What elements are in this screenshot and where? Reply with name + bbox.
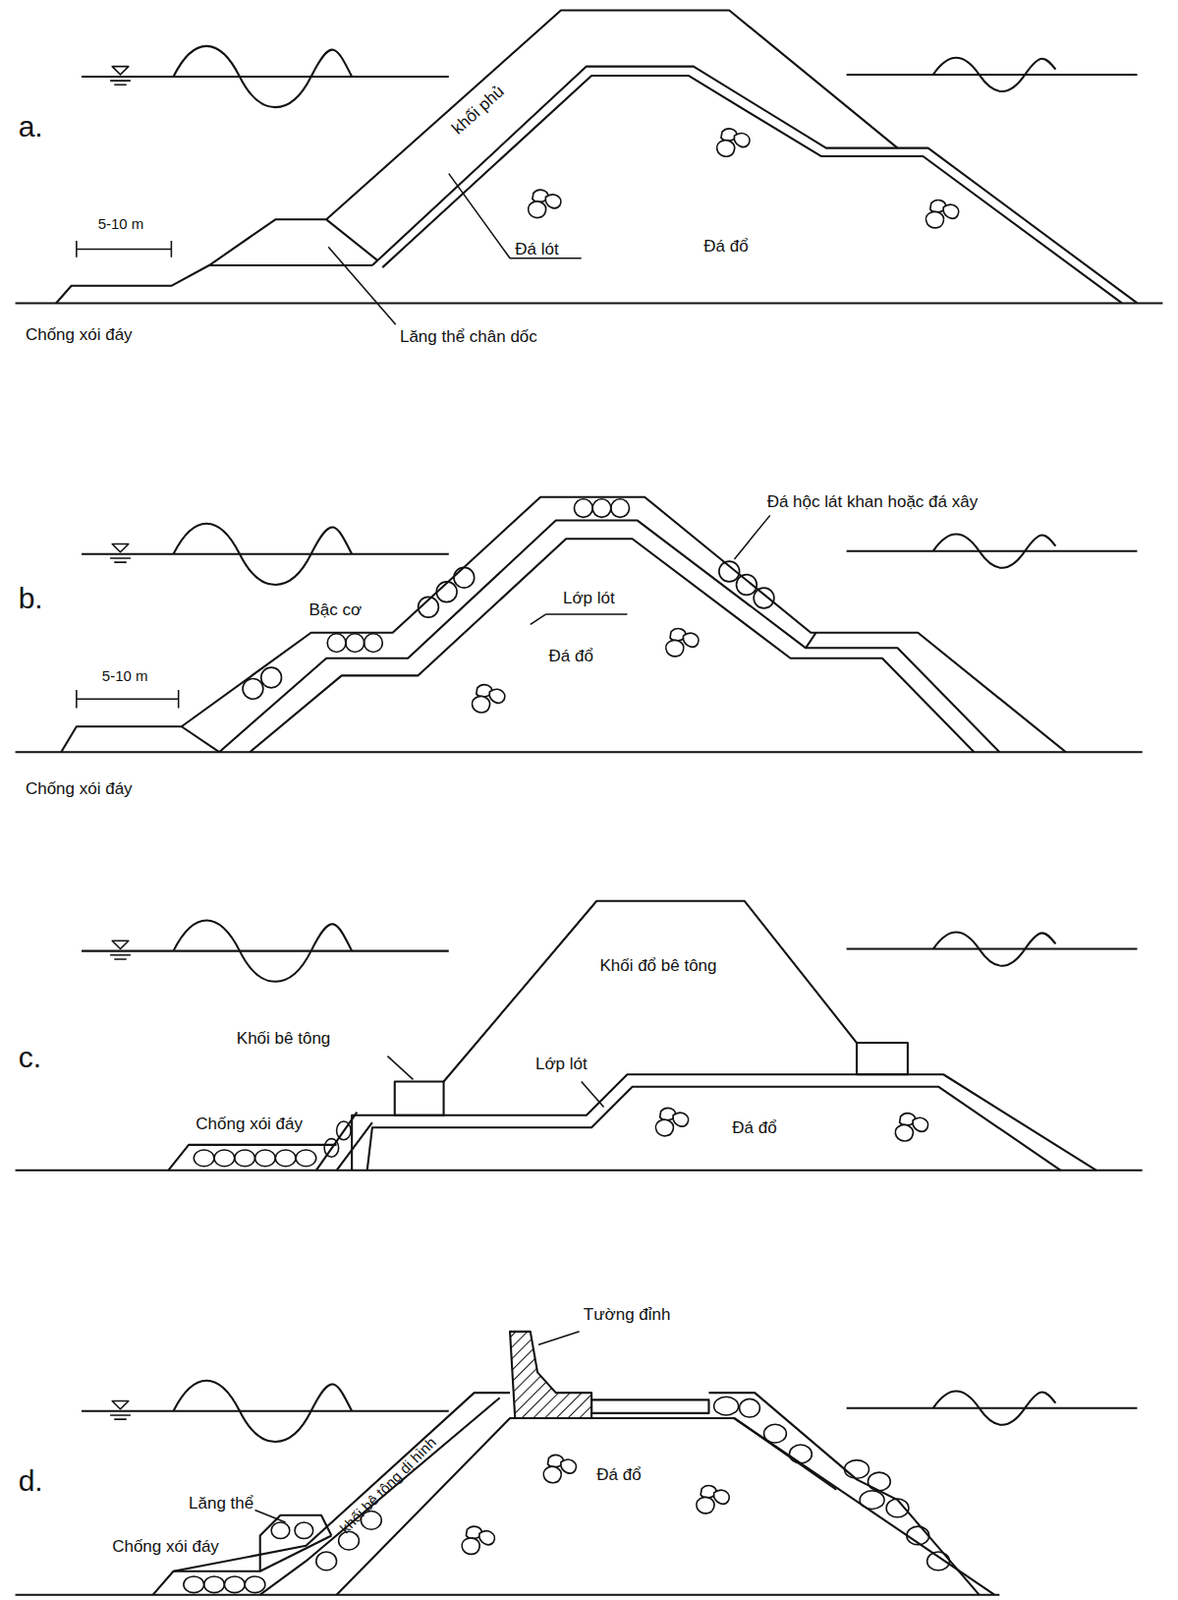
panel-letter: a. <box>18 110 44 143</box>
part-name: Lớp lót <box>535 1055 588 1074</box>
part-name: Đá đổ <box>731 1119 777 1138</box>
part-name: Chống xói đáy <box>25 326 133 345</box>
part-name: Tường đỉnh <box>583 1305 672 1325</box>
part-name: Khối bê tông <box>236 1029 331 1049</box>
part-name: Lăng thể <box>188 1494 254 1514</box>
panel-letter: b. <box>18 581 44 615</box>
panel-letter: d. <box>18 1463 44 1497</box>
part-name: khối phủ <box>448 82 508 139</box>
part-name: khối bê tông dị hình <box>336 1433 440 1536</box>
part-name: Đá đổ <box>548 647 593 667</box>
dimension: 5-10 m <box>102 668 149 685</box>
part-name: Lớp lót <box>562 589 616 609</box>
part-name: Đá đổ <box>703 237 748 257</box>
part-name: Lăng thể chân dốc <box>399 328 538 347</box>
panel-letter: c. <box>18 1040 42 1073</box>
part-name: Chống xói đáy <box>25 780 133 799</box>
dimension: 5-10 m <box>98 216 145 233</box>
part-name: Chống xói đáy <box>195 1115 303 1134</box>
part-name: Đá lót <box>514 240 559 260</box>
part-name: Bậc cơ <box>309 601 363 620</box>
part-name: Đá đổ <box>596 1465 641 1485</box>
part-name: Khối đổ bê tông <box>599 956 717 976</box>
part-name: Chống xói đáy <box>112 1537 220 1557</box>
part-name: Đá hộc lát khan hoặc đá xây <box>767 493 979 512</box>
